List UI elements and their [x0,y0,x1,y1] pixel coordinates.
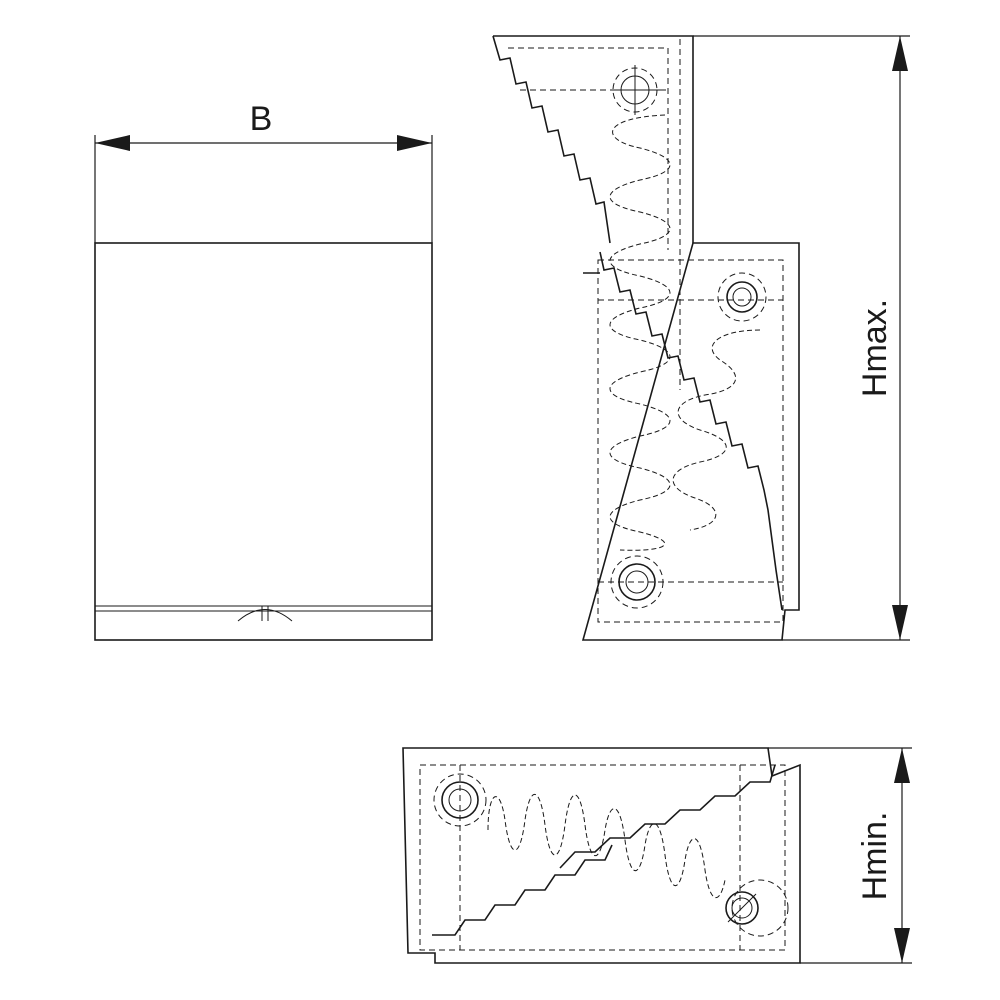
upper-wedge-inner [508,47,669,250]
min-height-arrow-bottom [894,928,910,963]
min-height-arrow-top [894,748,910,783]
min-height-label: Hmin. [856,812,894,901]
lower-wedge-teeth [599,251,783,611]
collapsed-housing-inner [419,764,786,951]
min-height-dimension: Hmin. [768,747,912,964]
bolt-top [610,65,660,115]
upper-spring [609,114,671,551]
side-view-extended [492,35,800,641]
max-height-arrow-bottom [892,605,908,640]
bolt-bottom [610,555,664,609]
collapsed-bolt-left [433,773,487,827]
collapsed-wedge-teeth-upper [559,764,776,869]
max-height-label: Hmax. [856,299,894,397]
max-height-dimension: Hmax. [693,35,910,641]
width-arrow-left [95,135,130,151]
lower-housing-outline [581,242,800,641]
collapsed-wedge-teeth-lower [432,844,613,936]
lower-spring [672,329,761,531]
upper-wedge-face [493,35,694,243]
width-label: B [250,100,273,138]
side-view-collapsed [402,747,801,964]
width-dimension: B [94,100,433,243]
collapsed-spring [487,793,726,899]
front-view-body [94,242,433,641]
front-view [94,242,433,641]
bolt-middle [717,272,767,322]
width-arrow-right [397,135,432,151]
upper-wedge-teeth [492,35,611,244]
lower-housing-inner [597,259,784,623]
collapsed-bolt-right [725,879,789,937]
front-view-screw-head [237,609,293,622]
upper-wedge-outline [493,35,681,390]
max-height-arrow-top [892,36,908,71]
